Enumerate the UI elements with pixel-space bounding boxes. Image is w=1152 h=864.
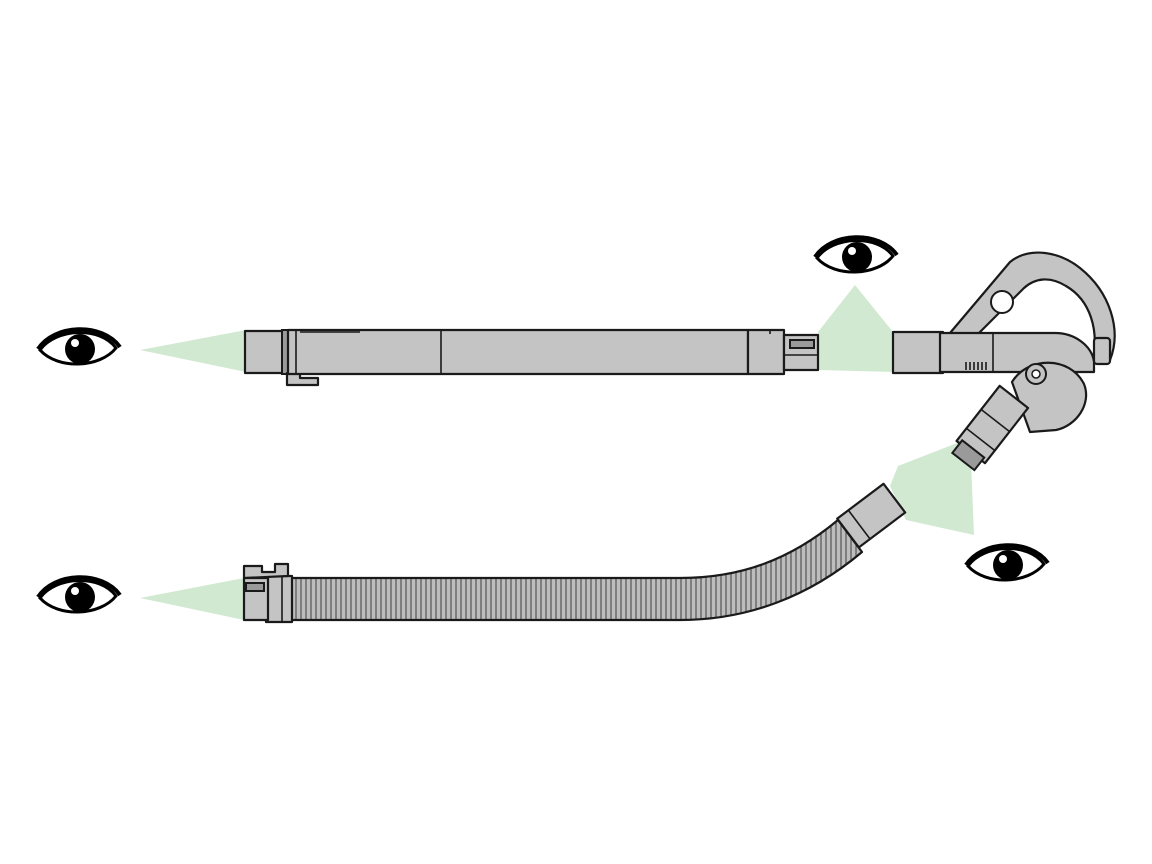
handle — [891, 251, 1116, 472]
corrugated-hose-body — [288, 518, 864, 622]
wand-tube — [243, 328, 820, 387]
eye-icon — [36, 575, 122, 615]
sight-beam-wand-right — [818, 285, 893, 372]
eye-icon — [813, 235, 899, 275]
sight-beam-wand-left — [140, 330, 246, 372]
hose — [242, 482, 907, 624]
sight-beam-hose-left — [140, 578, 244, 620]
eye-icon — [36, 327, 122, 367]
eye-icon — [964, 543, 1050, 583]
vent-grille-icon — [965, 362, 987, 370]
sight-beam-handle-elbow — [890, 438, 974, 535]
